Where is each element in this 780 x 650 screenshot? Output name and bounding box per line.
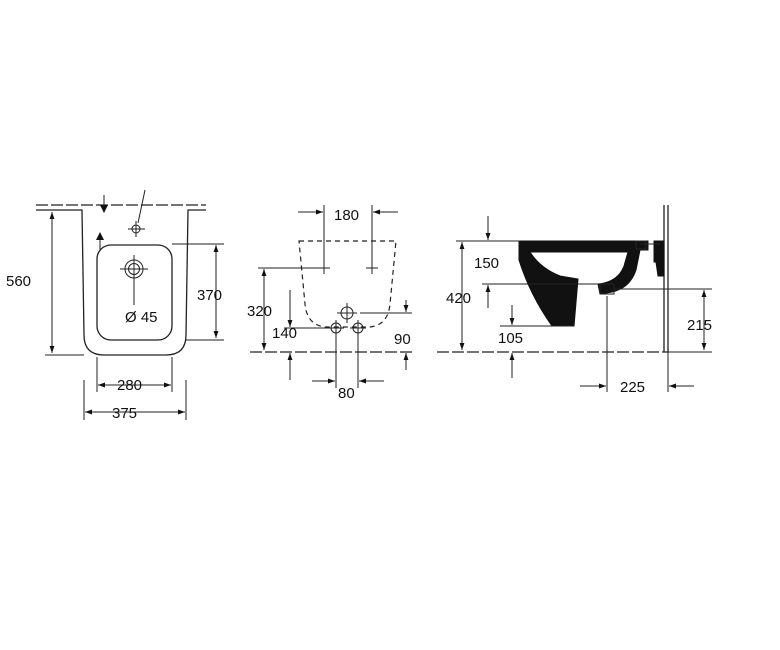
bidet-outline bbox=[36, 209, 206, 356]
dim-rim-depth: 150 bbox=[474, 255, 499, 272]
fixing-point-left bbox=[318, 262, 330, 274]
drain-hole bbox=[120, 255, 148, 283]
dim-width-bowl: 280 bbox=[117, 377, 142, 394]
bracket-section bbox=[653, 240, 665, 277]
dim-height-bowl: 370 bbox=[197, 287, 222, 304]
waste-pipe bbox=[599, 240, 664, 295]
waste-outlet bbox=[337, 303, 357, 323]
tap-hole-leader bbox=[137, 189, 146, 224]
dim-rim-height: 420 bbox=[446, 290, 471, 307]
tap-hole-marker bbox=[128, 221, 145, 237]
dim-width-total: 375 bbox=[112, 405, 137, 422]
bidet-silhouette bbox=[298, 240, 397, 328]
dim-waste-height-wall: 90 bbox=[394, 331, 411, 348]
dim-supply-spacing: 80 bbox=[338, 385, 355, 402]
front-view: 560 370 Ø 45 280 375 bbox=[6, 189, 224, 422]
dim-outlet-height: 105 bbox=[498, 330, 523, 347]
dim-hole-diameter: Ø 45 bbox=[125, 309, 158, 326]
dim-fixing-height: 320 bbox=[247, 303, 272, 320]
dim-waste-height-side: 215 bbox=[687, 317, 712, 334]
bidet-section bbox=[518, 240, 649, 327]
side-view: 150 420 105 215 225 bbox=[437, 205, 712, 396]
wall-view: 180 320 140 90 80 bbox=[247, 205, 414, 402]
dim-fixing-spacing: 180 bbox=[334, 207, 359, 224]
fixing-point-right bbox=[366, 262, 378, 274]
bowl-outline bbox=[96, 244, 173, 341]
dim-supply-height: 140 bbox=[272, 325, 297, 342]
dim-height-total: 560 bbox=[6, 273, 31, 290]
dim-waste-projection: 225 bbox=[620, 379, 645, 396]
